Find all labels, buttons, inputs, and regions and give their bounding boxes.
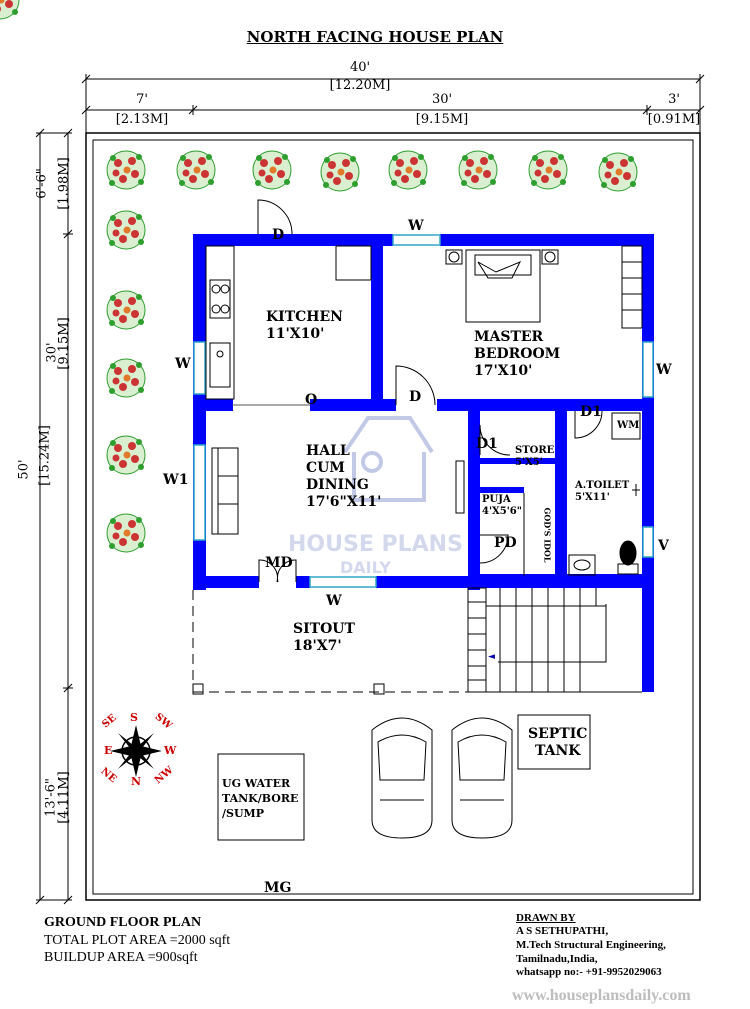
- watermark-logo: [343, 416, 434, 502]
- hall-window-tag: W1: [163, 472, 189, 488]
- compass-n: N: [131, 775, 142, 788]
- kitchen-opening-tag: O: [305, 392, 318, 408]
- total-depth-ft: 50': [16, 459, 32, 480]
- front-setback-m: [4.11M]: [56, 771, 72, 824]
- doors: [232, 199, 603, 583]
- bedroom-side-window-tag: W: [656, 362, 672, 378]
- main-gate-tag: MG: [264, 880, 292, 896]
- house-depth-m: [9.15M]: [56, 317, 72, 370]
- windows: [193, 234, 654, 588]
- house-width-m: [9.15M]: [415, 112, 469, 127]
- top-setback-m: [1.98M]: [56, 157, 72, 210]
- house-width-ft: 30': [431, 92, 453, 107]
- kitchen-counter: [205, 245, 372, 400]
- kitchen-door-tag: D: [272, 227, 285, 243]
- right-setback-m: [0.91M]: [647, 112, 701, 127]
- gods-idol-tag: GOD'S IDOL: [542, 507, 553, 563]
- trees: [0, 0, 638, 553]
- author-whatsapp: whatsapp no:- +91-9952029063: [516, 966, 662, 978]
- washing-machine-tag: WM: [617, 420, 640, 431]
- total-depth-m: [15.24M]: [37, 425, 53, 486]
- kitchen-window-tag: W: [175, 356, 191, 372]
- plot-boundary: [85, 132, 701, 901]
- puja-door-tag: PD: [494, 535, 517, 551]
- compass-w: W: [164, 744, 177, 757]
- stair-arrow-icon: ◄: [488, 652, 495, 662]
- left-setback-m: [2.13M]: [115, 112, 169, 127]
- watermark-line1: HOUSE PLANS: [288, 532, 463, 557]
- wardrobe: [621, 245, 643, 329]
- bed: [445, 249, 559, 323]
- compass-e: E: [104, 744, 113, 757]
- bedroom-door-tag: D: [409, 389, 422, 405]
- drawn-by-heading: DRAWN BY: [516, 912, 576, 924]
- compass-s: S: [130, 711, 138, 724]
- total-plot-area: TOTAL PLOT AREA =2000 sqft: [44, 933, 231, 948]
- right-setback-ft: 3': [668, 92, 680, 107]
- plan-title: NORTH FACING HOUSE PLAN: [246, 28, 504, 46]
- sofa: [211, 447, 465, 535]
- left-setback-ft: 7': [136, 92, 148, 107]
- total-width-ft: 40': [349, 60, 371, 75]
- compass-rose: [110, 725, 162, 777]
- sitout-outline: [192, 590, 468, 693]
- author-qualification: M.Tech Structural Engineering,: [516, 939, 666, 951]
- website-watermark: www.houseplansdaily.com: [512, 987, 691, 1004]
- ventilator-tag: V: [658, 538, 669, 554]
- sump-box: [217, 753, 305, 841]
- toilet-door-tag: D1: [580, 404, 602, 420]
- ground-floor-title: GROUND FLOOR PLAN: [44, 915, 202, 930]
- buildup-area: BUILDUP AREA =900sqft: [44, 950, 198, 965]
- toilet-fittings: [568, 412, 641, 576]
- hall-front-window-tag: W: [326, 593, 342, 609]
- watermark-line2: DAILY: [340, 558, 391, 577]
- top-setback-ft: 6'-6": [34, 168, 50, 199]
- author-location: Tamilnadu,India,: [516, 953, 598, 965]
- septic-tank-box: [517, 714, 591, 770]
- total-width-m: [12.20M]: [329, 78, 391, 93]
- vertical-dimension-lines: [35, 128, 73, 905]
- store-door-tag: D1: [476, 436, 498, 452]
- horizontal-dimension-lines: [81, 74, 705, 133]
- compound-wall: [92, 139, 694, 895]
- main-door-tag: MD: [265, 555, 293, 571]
- author-name: A S SETHUPATHI,: [516, 925, 609, 937]
- bedroom-window-tag: W: [408, 218, 424, 234]
- sitout-pillars: [192, 683, 385, 695]
- cars: [371, 717, 513, 839]
- staircase: [467, 587, 642, 693]
